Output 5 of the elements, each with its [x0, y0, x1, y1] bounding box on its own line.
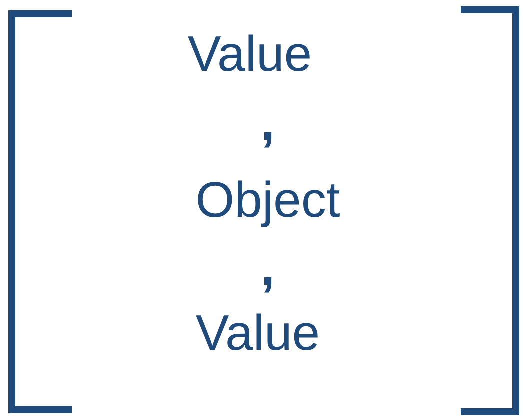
comma-separator: , [261, 240, 275, 296]
value-label: Value [188, 26, 312, 82]
comma-separator: , [261, 95, 275, 151]
value-label: Object [196, 172, 340, 228]
value-label: Value [196, 305, 320, 361]
